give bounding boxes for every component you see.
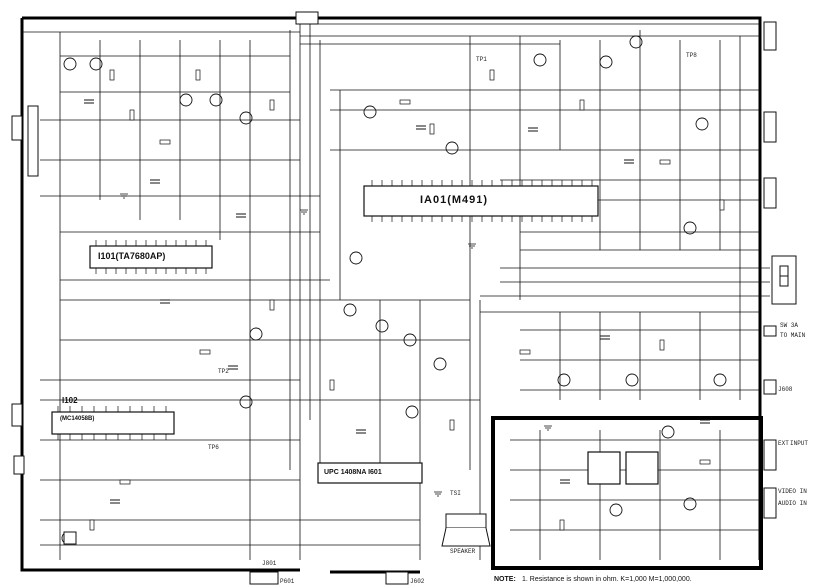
input-label: INPUT xyxy=(790,440,809,447)
tsi-label: TSI xyxy=(450,490,461,497)
seven-seg-display xyxy=(779,265,789,287)
note-line1: 1. Resistance is shown in ohm. K=1,000 M… xyxy=(522,576,692,583)
video-in-label: VIDEO IN xyxy=(778,488,807,495)
tp1-label: TP1 xyxy=(476,56,487,63)
j801-label: J801 xyxy=(262,560,277,567)
to-main-label: TO MAIN xyxy=(780,332,806,339)
wire-vertical xyxy=(59,18,741,560)
capacitors xyxy=(84,99,710,504)
speaker-symbol xyxy=(441,513,491,547)
ic-i102-part-label: (MC14058B) xyxy=(60,416,95,422)
tp8-label: TP8 xyxy=(686,52,697,59)
sw-label: SW 3A xyxy=(780,322,799,329)
tp6-label: TP6 xyxy=(208,444,219,451)
j602-label: J602 xyxy=(410,578,425,585)
audio-in-label: AUDIO IN xyxy=(778,500,807,507)
speaker-label: SPEAKER xyxy=(450,548,476,555)
connectors xyxy=(11,11,797,585)
ic-main-label: IA01(M491) xyxy=(420,194,489,206)
sub-board-frame xyxy=(491,416,763,570)
ic-i102-label: I102 xyxy=(62,396,78,405)
ic-bodies xyxy=(51,185,659,485)
ic-i601-label: UPC 1408NA I601 xyxy=(324,469,382,476)
ic-pins xyxy=(57,180,593,440)
passive-parts xyxy=(89,69,725,531)
ext-label: EXT xyxy=(778,440,789,447)
board-frame xyxy=(20,16,762,574)
ground-symbols xyxy=(120,193,552,497)
j608-label: J608 xyxy=(778,386,793,393)
transistors xyxy=(61,35,727,545)
ic-sound-label: I101(TA7680AP) xyxy=(98,251,166,261)
note-heading: NOTE: xyxy=(494,576,516,583)
tp2-label: TP2 xyxy=(218,368,229,375)
p601-label: P601 xyxy=(280,578,295,585)
